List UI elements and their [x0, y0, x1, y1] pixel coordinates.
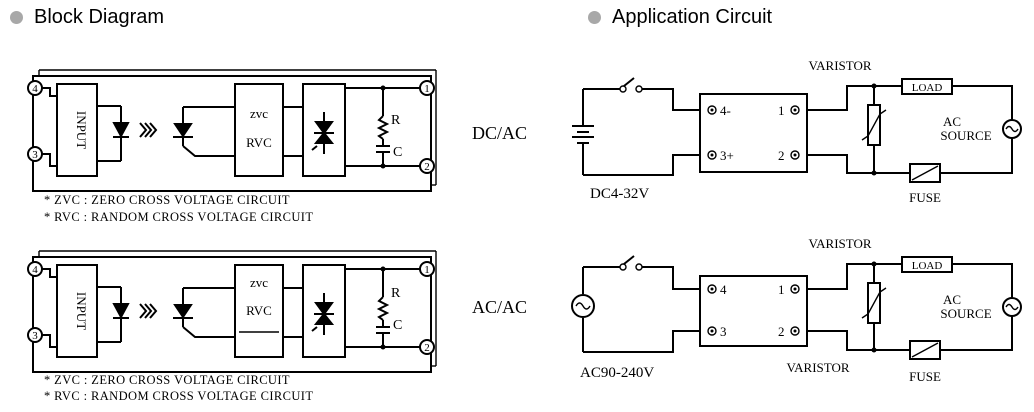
dc-rvc-label: RVC	[246, 135, 272, 150]
dc-fuse-label: FUSE	[909, 190, 941, 205]
dc-zvc-label: zvc	[250, 106, 268, 121]
dc-term-2: 2	[778, 148, 785, 163]
dc-input-label: INPUT	[74, 111, 89, 149]
dc-ac-label: AC	[943, 114, 961, 129]
switch-icon	[619, 255, 643, 271]
ac-varistor-top-label: VARISTOR	[808, 236, 871, 251]
dc-note-zvc: * ZVC : ZERO CROSS VOLTAGE CIRCUIT	[44, 193, 290, 207]
block-diagram-title: Block Diagram	[34, 6, 165, 28]
dc-load-label: LOAD	[912, 82, 943, 94]
dc-c-label: C	[393, 145, 402, 160]
ac-varistor-icon	[861, 261, 887, 353]
ac-term-3: 3	[720, 324, 727, 339]
dc-pin4-label: 4	[32, 83, 38, 95]
dc-term-4: 4-	[720, 103, 731, 118]
ac-ac-source-icon	[1002, 297, 1022, 317]
ac-r-label: R	[391, 286, 401, 301]
ac-application-circuit: 4 3 1 2 LOAD VARISTOR VARISTOR AC SOURCE…	[571, 236, 1022, 384]
dc-application-circuit: 4- 3+ 1 2 LOAD VARISTOR AC SOURCE FUSE D…	[572, 58, 1022, 205]
dc-pin3-label: 3	[32, 149, 38, 161]
ac-note-zvc: * ZVC : ZERO CROSS VOLTAGE CIRCUIT	[44, 373, 290, 387]
switch-icon	[619, 77, 643, 93]
ac-fuse-label: FUSE	[909, 369, 941, 384]
battery-icon	[572, 125, 594, 144]
bullet-icon	[10, 11, 23, 24]
dc-block-diagram: INPUT zvc RVC R C 4 3 1 2	[27, 69, 437, 192]
dc-relay-module	[699, 93, 808, 173]
bullet-icon	[588, 11, 601, 24]
ac-relay-module	[699, 275, 808, 347]
ac-term-4: 4	[720, 282, 727, 297]
ac-supply-label: AC90-240V	[580, 365, 654, 381]
dc-source-label: SOURCE	[940, 128, 991, 143]
dc-r-label: R	[391, 113, 401, 128]
ac-pin4-label: 4	[32, 264, 38, 276]
ac-ac-label: AC	[943, 292, 961, 307]
dc-type-label: DC/AC	[472, 123, 527, 143]
ac-note-rvc: * RVC : RANDOM CROSS VOLTAGE CIRCUIT	[44, 389, 313, 403]
application-circuit-title: Application Circuit	[612, 6, 773, 28]
ac-pin1-label: 1	[424, 264, 430, 276]
dc-term-1: 1	[778, 103, 785, 118]
ac-pin2-label: 2	[424, 342, 430, 354]
dc-term-3: 3+	[720, 148, 734, 163]
ac-rvc-label: RVC	[246, 303, 272, 318]
application-circuit-heading: Application Circuit	[588, 6, 772, 29]
dc-supply-label: DC4-32V	[590, 186, 649, 202]
ac-type-label: AC/AC	[472, 297, 527, 317]
ac-supply-icon	[571, 294, 595, 318]
ac-zvc-label: zvc	[250, 275, 268, 290]
ac-term-1: 1	[778, 282, 785, 297]
block-diagram-heading: Block Diagram	[10, 6, 164, 29]
ac-term-2: 2	[778, 324, 785, 339]
dc-varistor-icon	[861, 83, 887, 176]
ac-varistor-bottom-label: VARISTOR	[786, 360, 849, 375]
ac-c-label: C	[393, 318, 402, 333]
dc-pin1-label: 1	[424, 83, 430, 95]
dc-varistor-label: VARISTOR	[808, 58, 871, 73]
ac-load-label: LOAD	[912, 260, 943, 272]
dc-ac-source-icon	[1002, 119, 1022, 139]
ac-source-label: SOURCE	[940, 306, 991, 321]
ac-input-label: INPUT	[74, 292, 89, 330]
dc-note-rvc: * RVC : RANDOM CROSS VOLTAGE CIRCUIT	[44, 210, 313, 224]
ac-block-diagram: INPUT zvc RVC R C 4 3 1 2	[27, 250, 437, 373]
ac-pin3-label: 3	[32, 330, 38, 342]
dc-pin2-label: 2	[424, 161, 430, 173]
